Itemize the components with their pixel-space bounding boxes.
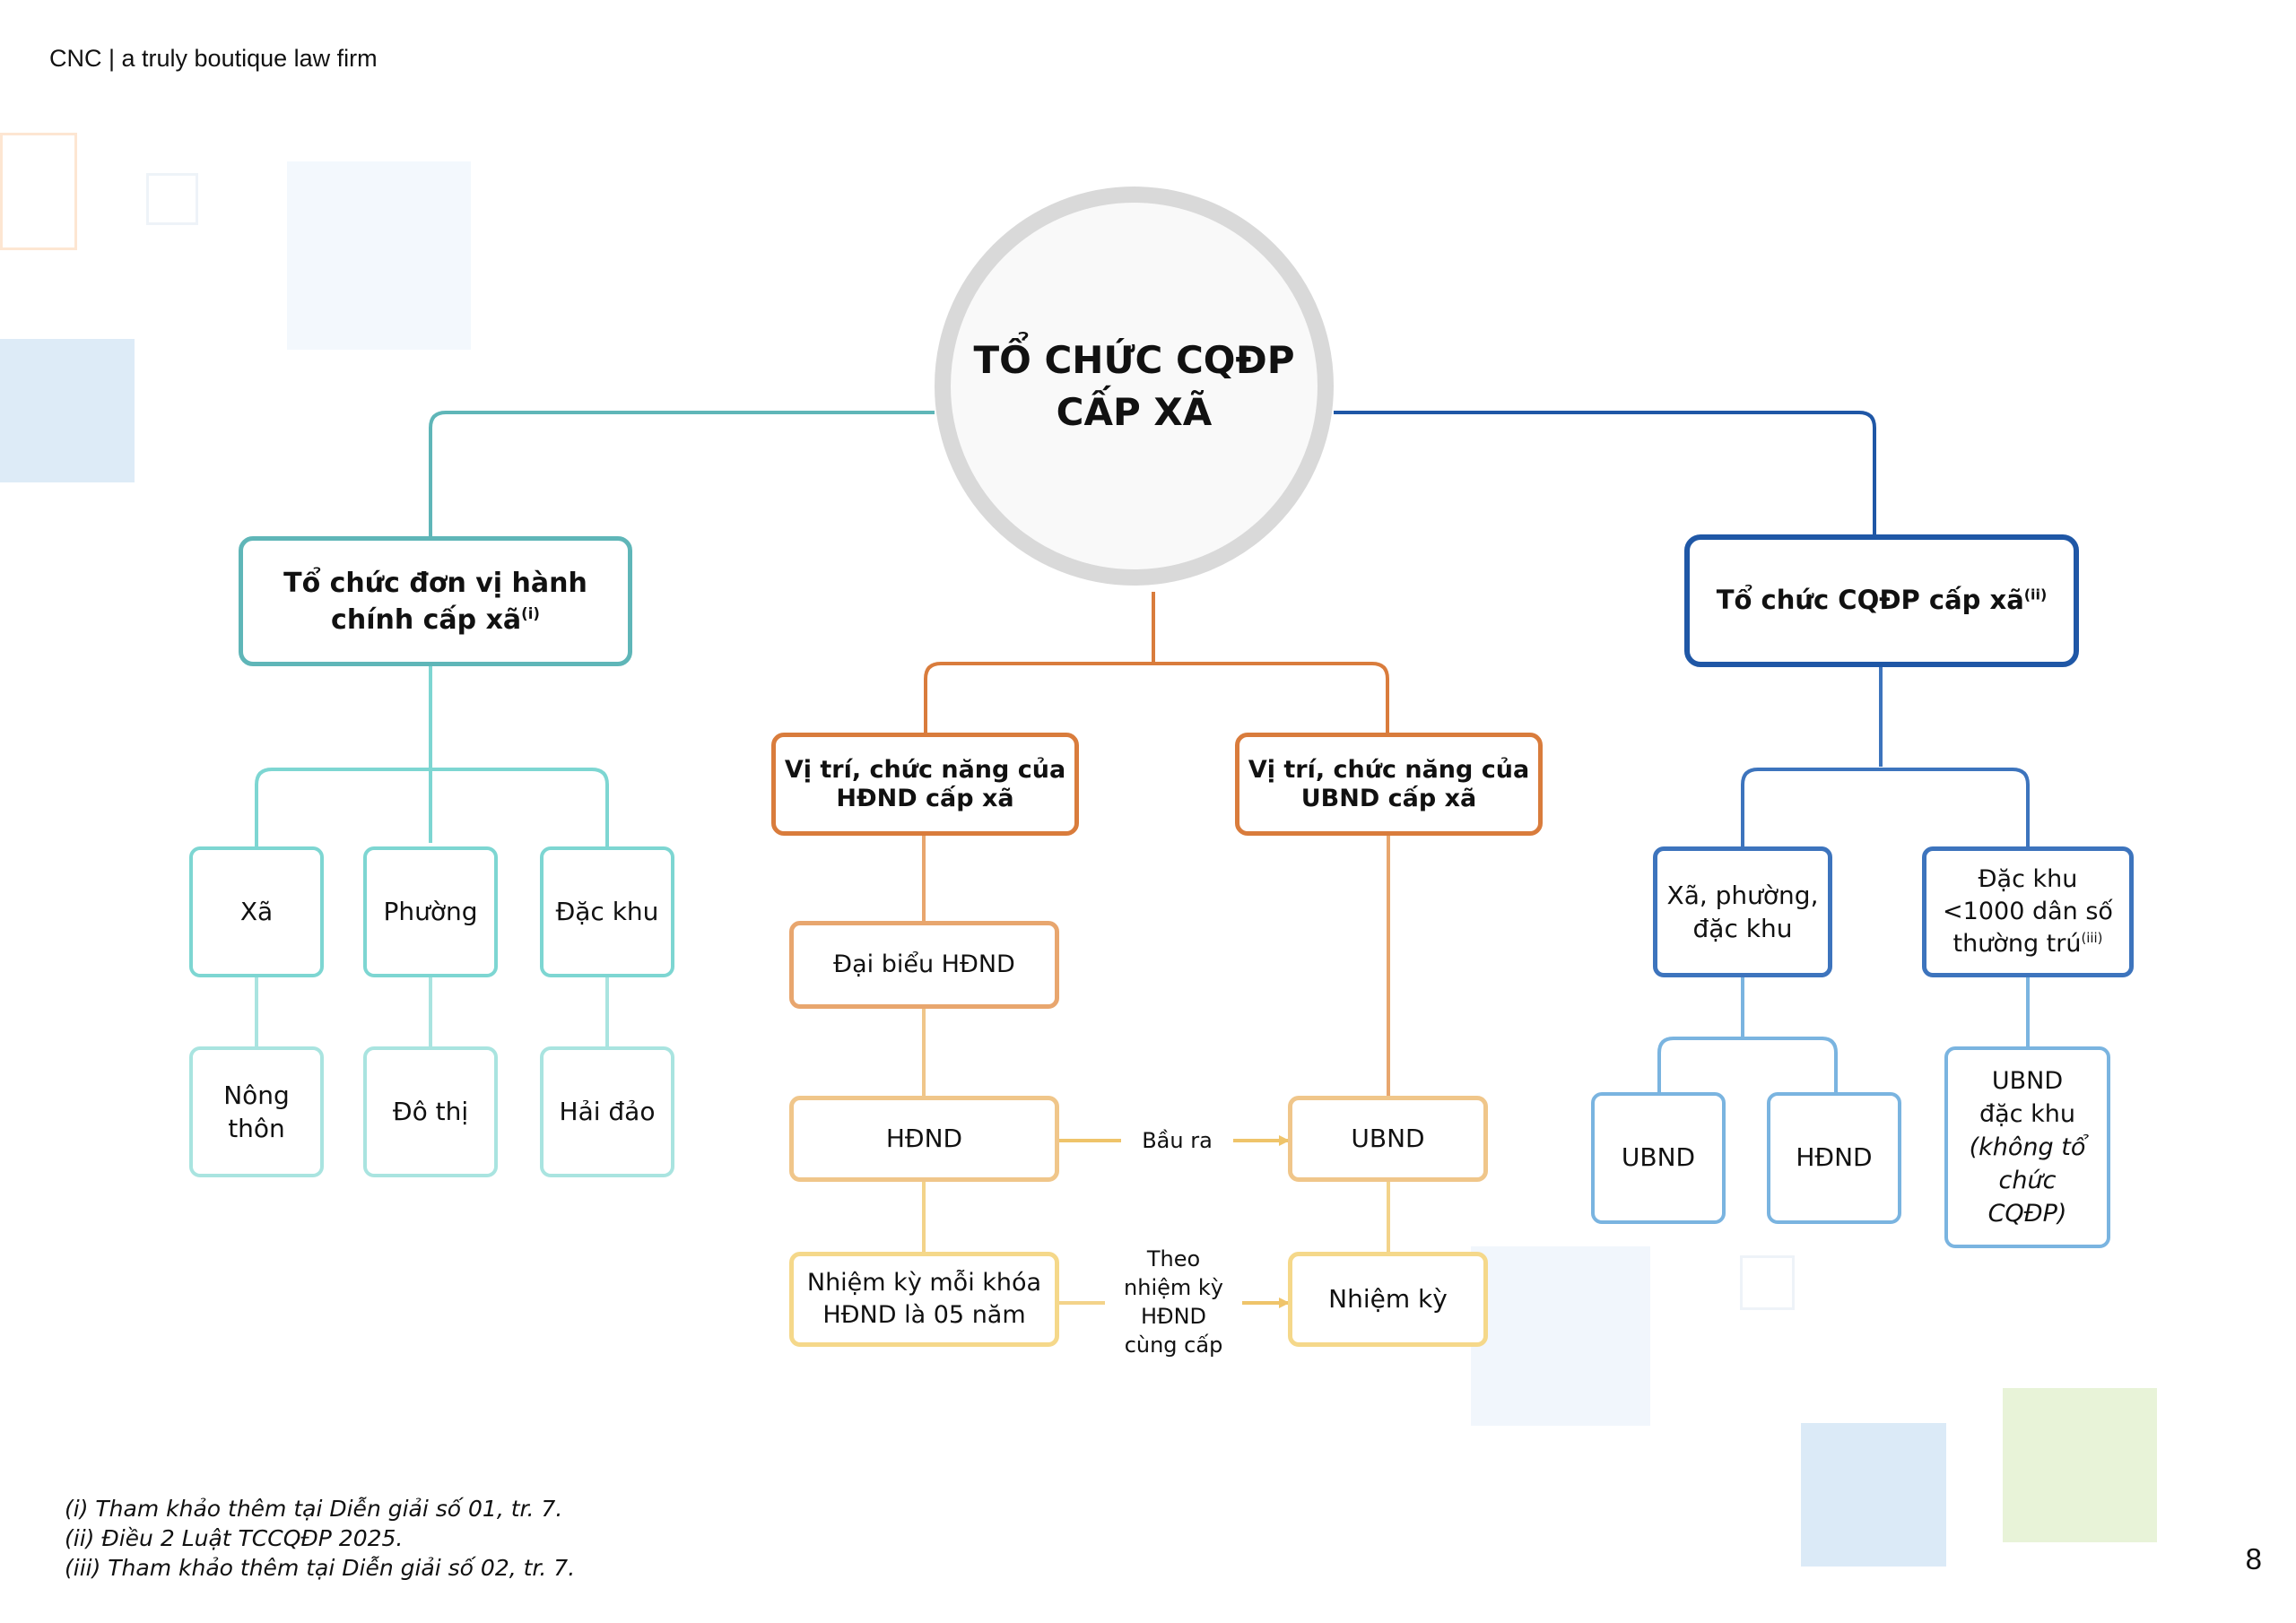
ubnd-role-box: Vị trí, chức năng của UBND cấp xã bbox=[1235, 733, 1543, 836]
special-ubnd-line: UBND bbox=[1991, 1067, 2064, 1095]
left-item-dackhu: Đặc khu bbox=[540, 846, 674, 977]
left-item-phuong: Phường bbox=[363, 846, 498, 977]
right-hdnd-box: HĐND bbox=[1767, 1092, 1901, 1224]
term-hdnd-line: Nhiệm kỳ mỗi khóa bbox=[806, 1269, 1042, 1297]
hdnd-role-box: Vị trí, chức năng của HĐND cấp xã bbox=[771, 733, 1079, 836]
special-ubnd-line: đặc khu bbox=[1979, 1100, 2075, 1128]
special-ubnd-line: CQĐP) bbox=[1987, 1200, 2067, 1228]
center-title-line2: CẤP XÃ bbox=[1056, 389, 1213, 434]
left-title-box: Tổ chức đơn vị hành chính cấp xã(i) bbox=[239, 536, 632, 666]
left-sub-line: thôn bbox=[228, 1114, 285, 1143]
right-general-line: đặc khu bbox=[1692, 914, 1793, 943]
footnote: (i) Tham khảo thêm tại Diễn giải số 01, … bbox=[65, 1496, 563, 1522]
deco-square bbox=[146, 173, 198, 225]
term-label-line: Theo bbox=[1146, 1246, 1201, 1271]
ubnd-role-line: Vị trí, chức năng của bbox=[1248, 755, 1530, 784]
footnote: (iii) Tham khảo thêm tại Diễn giải số 02… bbox=[65, 1555, 576, 1581]
right-special-box: Đặc khu <1000 dân số thường trú(iii) bbox=[1922, 846, 2134, 977]
left-title-line2: chính cấp xã(i) bbox=[283, 602, 587, 638]
line-middle-bar bbox=[924, 662, 1389, 733]
right-hdnd-label: HĐND bbox=[1796, 1142, 1873, 1173]
line-general-bar bbox=[1657, 1037, 1838, 1092]
right-general-line: Xã, phường, bbox=[1666, 881, 1819, 910]
term-label-line: HĐND bbox=[1140, 1304, 1207, 1329]
center-title-line1: TỔ CHỨC CQĐP bbox=[973, 337, 1295, 382]
left-sub-line: Đô thị bbox=[392, 1096, 469, 1126]
right-title-box: Tổ chức CQĐP cấp xã(ii) bbox=[1684, 534, 2079, 667]
line-right-bar bbox=[1741, 768, 2030, 847]
left-item-label: Phường bbox=[383, 896, 478, 926]
center-node: TỔ CHỨC CQĐP CẤP XÃ bbox=[935, 187, 1334, 586]
hdnd-box: HĐND bbox=[789, 1096, 1059, 1182]
line-center-left bbox=[429, 411, 935, 538]
left-title-line1: Tổ chức đơn vị hành bbox=[283, 567, 587, 599]
hdnd-label: HĐND bbox=[885, 1123, 963, 1153]
left-sub-line: Hải đảo bbox=[559, 1096, 656, 1126]
left-item-label: Đặc khu bbox=[555, 896, 659, 926]
left-item-label: Xã bbox=[239, 896, 274, 926]
right-title-line: Tổ chức CQĐP cấp xã(ii) bbox=[1717, 584, 2048, 618]
right-title-text: Tổ chức CQĐP cấp xã bbox=[1716, 585, 2024, 616]
left-sub-line: Nông bbox=[223, 1081, 290, 1110]
header-brand: CNC | a truly boutique law firm bbox=[49, 45, 378, 72]
left-title-line2-text: chính cấp xã bbox=[331, 603, 522, 636]
right-ubnd-box: UBND bbox=[1591, 1092, 1726, 1224]
ubnd-box: UBND bbox=[1288, 1096, 1488, 1182]
term-label: Theo nhiệm kỳ HĐND cùng cấp bbox=[1105, 1245, 1242, 1359]
term-hdnd-line: HĐND là 05 năm bbox=[822, 1301, 1026, 1329]
right-special-line: Đặc khu bbox=[1978, 865, 2078, 893]
right-special-line: thường trú(iii) bbox=[1943, 928, 2113, 960]
deco-square bbox=[0, 133, 77, 250]
term-ubnd-label: Nhiệm kỳ bbox=[1328, 1283, 1448, 1314]
deco-square bbox=[2003, 1388, 2157, 1542]
delegates-box: Đại biểu HĐND bbox=[789, 921, 1059, 1009]
right-special-line-text: thường trú bbox=[1952, 930, 2082, 958]
ubnd-role-line: UBND cấp xã bbox=[1300, 784, 1477, 812]
hdnd-role-line: HĐND cấp xã bbox=[836, 784, 1014, 812]
right-title-footnote-ref: (ii) bbox=[2023, 586, 2048, 603]
footnotes: (i) Tham khảo thêm tại Diễn giải số 01, … bbox=[65, 1494, 575, 1583]
deco-square bbox=[287, 161, 471, 350]
deco-square bbox=[1740, 1255, 1795, 1310]
deco-square bbox=[0, 339, 135, 482]
right-ubnd-label: UBND bbox=[1621, 1142, 1696, 1173]
left-sub-haidao: Hải đảo bbox=[540, 1046, 674, 1177]
right-special-ubnd-box: UBND đặc khu (không tổ chức CQĐP) bbox=[1944, 1046, 2110, 1248]
term-ubnd-box: Nhiệm kỳ bbox=[1288, 1252, 1488, 1347]
left-sub-dothi: Đô thị bbox=[363, 1046, 498, 1177]
term-label-line: cùng cấp bbox=[1124, 1332, 1223, 1358]
term-label-line: nhiệm kỳ bbox=[1124, 1275, 1223, 1300]
special-ubnd-line: chức bbox=[1998, 1167, 2057, 1194]
left-item-xa: Xã bbox=[189, 846, 324, 977]
term-hdnd-box: Nhiệm kỳ mỗi khóa HĐND là 05 năm bbox=[789, 1252, 1059, 1347]
left-sub-nongthon: Nông thôn bbox=[189, 1046, 324, 1177]
special-ubnd-line: (không tổ bbox=[1969, 1133, 2086, 1161]
deco-square bbox=[1471, 1246, 1650, 1426]
elect-label: Bầu ra bbox=[1142, 1128, 1213, 1153]
right-special-footnote-ref: (iii) bbox=[2081, 930, 2103, 946]
page-number: 8 bbox=[2245, 1542, 2262, 1575]
delegates-label: Đại biểu HĐND bbox=[833, 950, 1015, 979]
hdnd-role-line: Vị trí, chức năng của bbox=[784, 755, 1066, 784]
left-title-footnote-ref: (i) bbox=[521, 604, 540, 622]
ubnd-label: UBND bbox=[1351, 1123, 1425, 1153]
right-general-box: Xã, phường, đặc khu bbox=[1653, 846, 1832, 977]
deco-square bbox=[1801, 1423, 1946, 1567]
line-center-right bbox=[1334, 411, 1876, 538]
footnote: (ii) Điều 2 Luật TCCQĐP 2025. bbox=[65, 1525, 404, 1551]
line-left-bar bbox=[255, 768, 609, 847]
right-special-line: <1000 dân số bbox=[1943, 898, 2113, 925]
